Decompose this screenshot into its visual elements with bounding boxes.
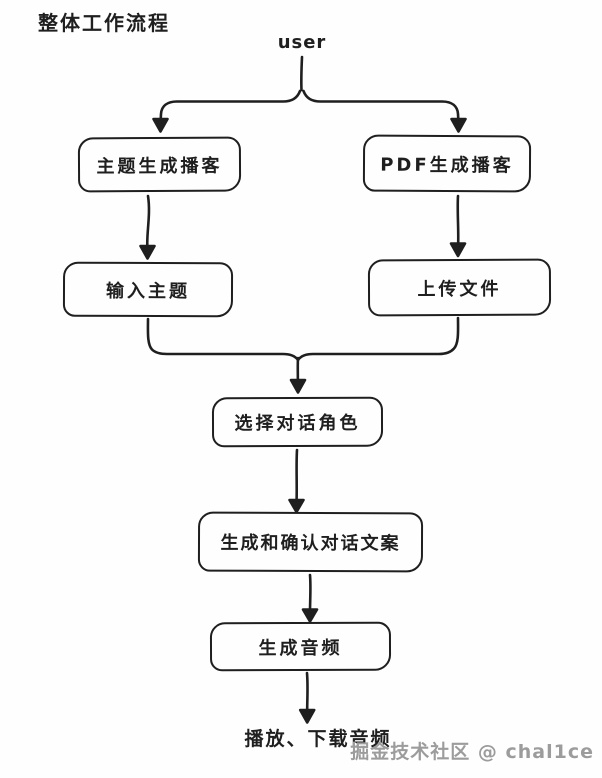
flow-node-select-role: 选择对话角色 [211,396,384,448]
connector-topic-to-input [145,194,151,251]
flow-node-label: 选择对话角色 [234,412,361,435]
arrowhead-topic [152,117,169,133]
arrowhead-pdf [450,117,467,133]
flow-node-label: 输入主题 [105,280,191,302]
arrowhead-end [298,708,316,724]
flow-node-label: 上传文件 [417,278,502,300]
flow-node-upload-file: 上传文件 [367,258,552,317]
connector-user-to-topic [159,89,302,125]
flow-node-label: 生成和确认对话文案 [220,532,401,555]
connector-input-to-merge [146,317,300,362]
flow-node-generate-audio: 生成音频 [209,621,392,672]
flow-node-pdf-podcast: PDF生成播客 [362,134,532,193]
flow-end-label: 播放、下载音频 [244,728,392,750]
flow-node-generate-confirm-script: 生成和确认对话文案 [197,511,424,573]
flow-start-user-label: user [277,32,327,53]
arrowhead-script [288,498,305,514]
diagram-title: 整体工作流程 [38,11,170,35]
connector-select-to-script [295,448,299,505]
connector-user-stem [299,55,304,92]
arrowhead-audio [301,608,319,623]
flow-node-topic-podcast: 主题生成播客 [77,136,242,193]
flow-node-label: PDF生成播客 [380,154,514,176]
flow-node-label: 主题生成播客 [96,155,223,177]
connector-pdf-to-upload [456,194,460,249]
connector-user-to-pdf [302,89,460,125]
watermark: 掘金技术社区 @ chal1ce [350,741,594,763]
arrowhead-upload [449,242,467,258]
arrowhead-input [139,244,156,260]
connector-audio-to-end [305,671,309,715]
flow-node-input-topic: 输入主题 [62,261,234,318]
connector-upload-to-merge [296,316,460,362]
flow-node-label: 生成音频 [258,637,343,659]
arrowhead-select [289,378,307,394]
